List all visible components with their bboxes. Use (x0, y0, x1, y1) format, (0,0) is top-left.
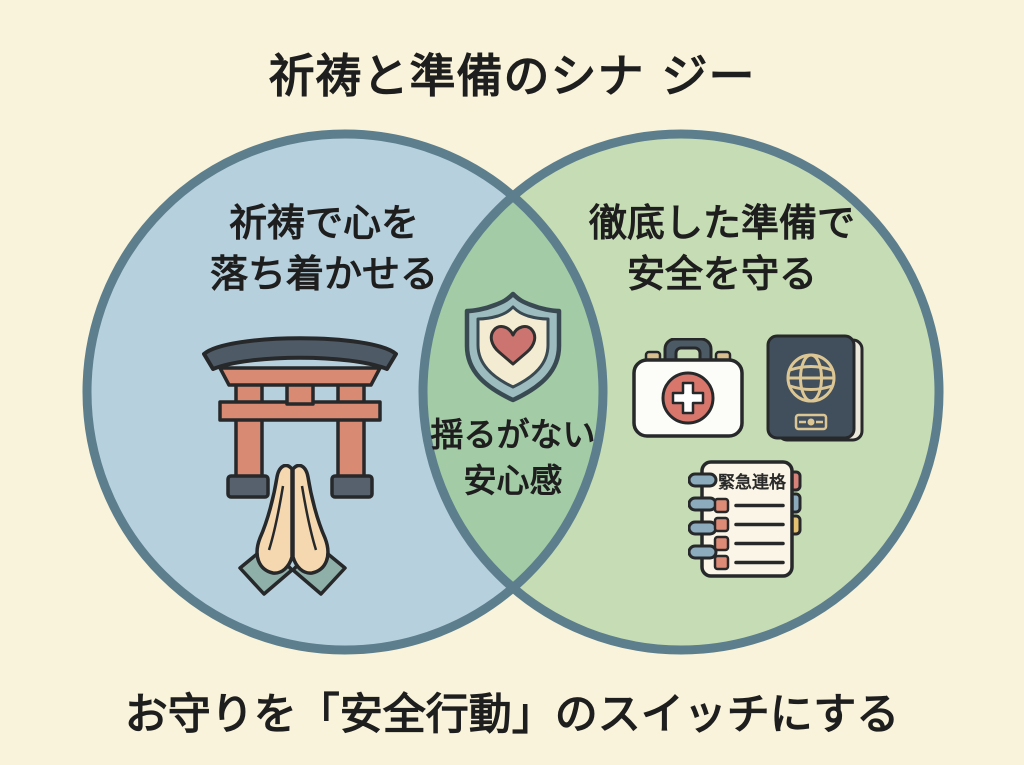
overlap-label-line2: 安心感 (463, 461, 563, 501)
left-label-line2: 落ち着かせる (209, 252, 438, 297)
notebook-title-text: 緊急連格 (718, 472, 787, 493)
right-circle-outline (418, 129, 944, 655)
left-label-line1: 祈祷で心を (228, 201, 419, 245)
emergency-notebook-icon: 緊急連格 (688, 460, 802, 578)
right-label-line2: 安全を守る (626, 252, 817, 297)
left-circle-outline (82, 129, 608, 655)
page-title: 祈祷と準備のシナ ジー (268, 49, 756, 103)
heart-shield-icon (464, 291, 562, 403)
overlap-region (423, 134, 603, 650)
praying-hands-icon (238, 464, 347, 596)
overlap-label: 揺るがない 安心感 (420, 412, 606, 504)
passport-icon (766, 334, 864, 442)
torii-gate-icon (202, 336, 398, 499)
first-aid-kit-icon (632, 338, 744, 438)
right-label-line1: 徹底した準備で (588, 201, 855, 245)
right-circle-label: 徹底した準備で 安全を守る (562, 198, 882, 301)
footer-caption: お守りを「安全行動」のスイッチにする (124, 690, 900, 740)
left-circle-label: 祈祷で心を 落ち着かせる (164, 198, 484, 301)
overlap-label-line1: 揺るがない (430, 415, 596, 454)
